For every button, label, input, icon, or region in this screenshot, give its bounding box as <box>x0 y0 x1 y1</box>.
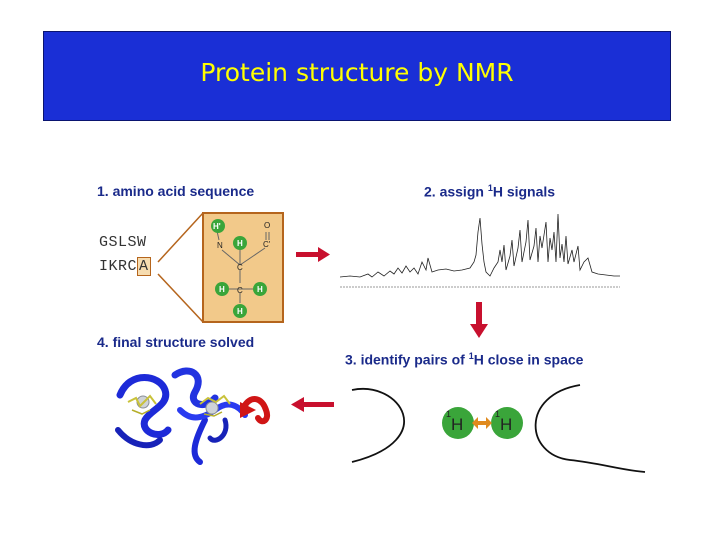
step-2-sup: 1 <box>487 183 493 193</box>
step-4-label: 4. final structure solved <box>97 334 254 350</box>
h-beta-right-atom <box>253 282 267 296</box>
proton-right-icon <box>491 407 523 439</box>
protein-ribbon-structure <box>115 367 270 465</box>
h-prime-atom <box>211 219 225 233</box>
step-2-suffix: H signals <box>492 183 556 200</box>
nmr-spectrum <box>339 213 620 288</box>
zoom-line-top <box>157 212 204 263</box>
h-prime-label: H' <box>213 222 221 231</box>
step-3-label: 3. identify pairs of 1H close in space <box>345 351 583 368</box>
h-alpha-atom <box>233 236 247 250</box>
step-2-label: 2. assign 1H signals <box>424 183 555 200</box>
step-3-text: 3. identify pairs of <box>345 351 469 368</box>
h-beta-left-atom <box>215 282 229 296</box>
h-beta-right-label: H <box>257 285 263 294</box>
h-beta-left-label: H <box>219 285 225 294</box>
double-arrow-icon <box>472 417 492 429</box>
slide-title: Protein structure by NMR <box>200 57 514 87</box>
sequence-line-1: GSLSW <box>99 234 147 251</box>
sequence-line-2-text: IKRC <box>99 258 138 275</box>
proton-right-label: H <box>500 415 512 434</box>
beta-carbon-label: C <box>237 286 243 295</box>
oxygen-label: O <box>264 221 270 230</box>
proton-left-label: H <box>451 415 463 434</box>
h-alpha-label: H <box>237 239 243 248</box>
chain-curve-right <box>534 384 646 473</box>
proton-left-sup: 1 <box>446 409 451 419</box>
sequence-boxed-residue: A <box>137 257 151 276</box>
step-1-text: 1. amino acid sequence <box>97 183 255 199</box>
zoom-line-bottom <box>157 273 204 323</box>
arrow-right-icon <box>296 247 330 262</box>
carbonyl-carbon-label: C' <box>263 240 271 249</box>
step-4-text: 4. final structure solved <box>97 334 255 350</box>
arrow-down-icon <box>470 302 488 338</box>
alpha-carbon-label: C <box>237 263 243 272</box>
proton-right-sup: 1 <box>495 409 500 419</box>
nitrogen-label: N <box>217 241 223 250</box>
step-2-text: 2. assign <box>424 183 488 200</box>
arrow-left-icon <box>291 397 334 412</box>
step-1-label: 1. amino acid sequence <box>97 183 254 199</box>
h-beta-bottom-atom <box>233 304 247 318</box>
step-3-sup: 1 <box>468 351 474 361</box>
chain-curve-left <box>351 388 405 463</box>
proton-left-icon <box>442 407 474 439</box>
title-bar: Protein structure by NMR <box>43 31 671 121</box>
step-3-suffix: H close in space <box>473 351 584 368</box>
h-beta-bottom-label: H <box>237 307 243 316</box>
residue-bonds <box>216 230 270 303</box>
